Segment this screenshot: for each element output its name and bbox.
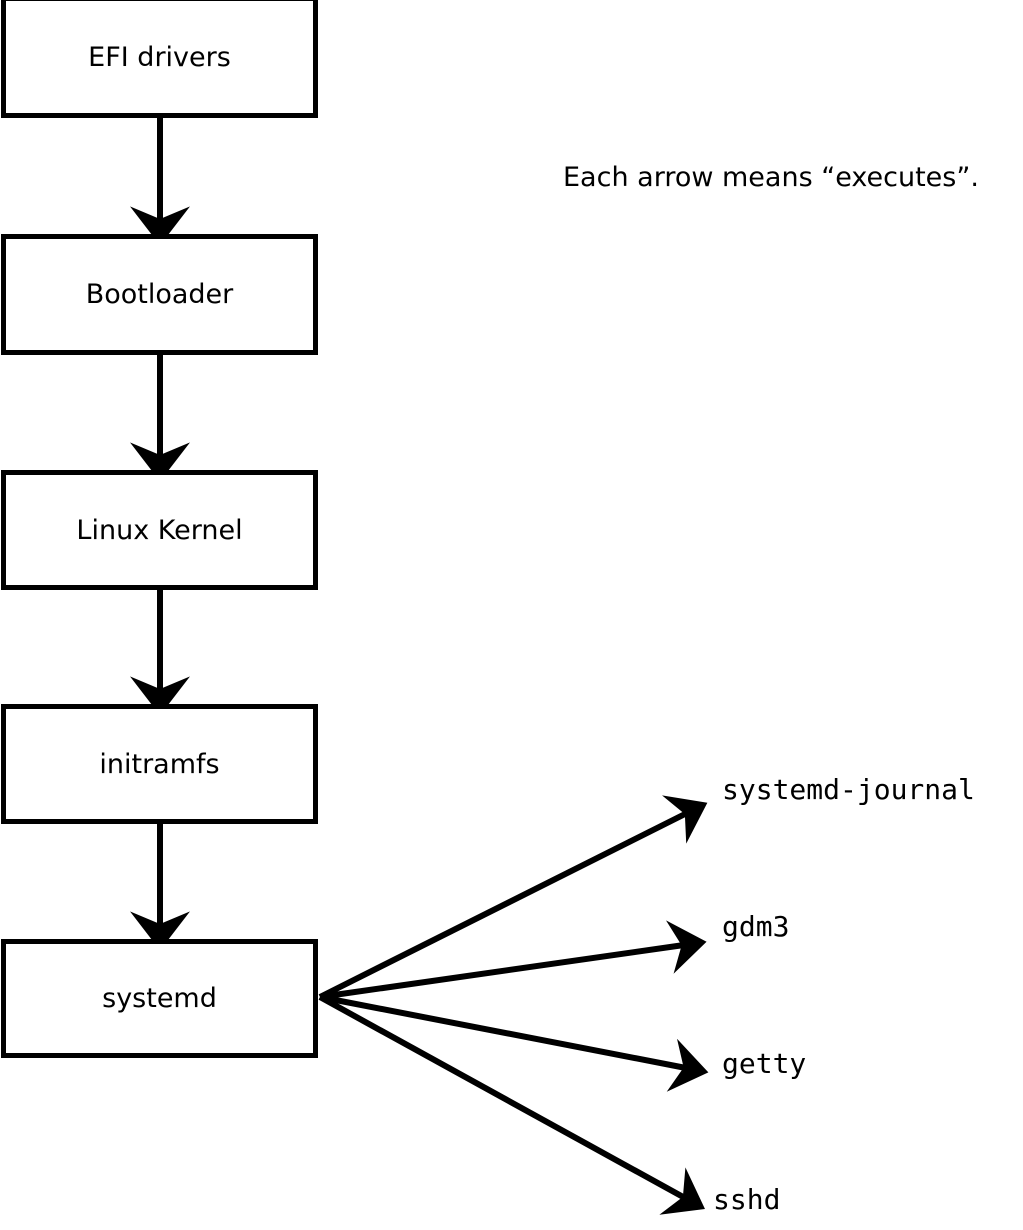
node-label-efi-drivers: EFI drivers <box>88 41 231 73</box>
node-initramfs[interactable]: initramfs <box>1 704 318 824</box>
legend-note: Each arrow means “executes”. <box>563 162 979 193</box>
leaf-label-sshd[interactable]: sshd <box>713 1183 781 1216</box>
fanout-arrow-sshd <box>318 994 705 1215</box>
node-efi-drivers[interactable]: EFI drivers <box>1 0 318 118</box>
fanout-arrow-getty <box>319 994 709 1092</box>
node-label-systemd: systemd <box>102 983 217 1014</box>
node-bootloader[interactable]: Bootloader <box>1 234 318 355</box>
leaf-label-gdm3[interactable]: gdm3 <box>722 910 790 943</box>
node-systemd[interactable]: systemd <box>1 939 318 1058</box>
leaf-label-systemd-journal[interactable]: systemd-journal <box>722 773 975 806</box>
node-label-initramfs: initramfs <box>99 748 220 780</box>
node-label-bootloader: Bootloader <box>85 279 234 310</box>
node-label-linux-kernel: Linux Kernel <box>76 514 243 546</box>
node-linux-kernel[interactable]: Linux Kernel <box>1 470 318 590</box>
fanout-arrow-gdm3 <box>319 920 707 1000</box>
leaf-label-getty[interactable]: getty <box>722 1047 807 1080</box>
fanout-arrow-systemd-journal <box>318 795 708 1000</box>
